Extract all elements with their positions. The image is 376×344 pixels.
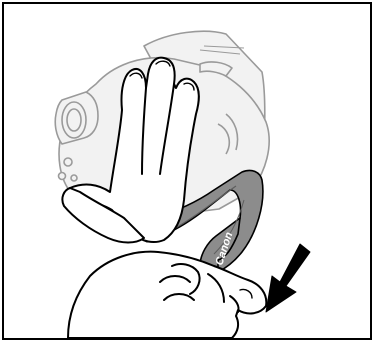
pull-direction-arrow-icon [266, 244, 310, 312]
illustration-frame: Canon [2, 2, 372, 340]
side-button [64, 158, 72, 166]
left-hand [68, 252, 266, 338]
hand-strap-illustration: Canon [4, 4, 370, 338]
left-hand-palm [68, 252, 266, 338]
